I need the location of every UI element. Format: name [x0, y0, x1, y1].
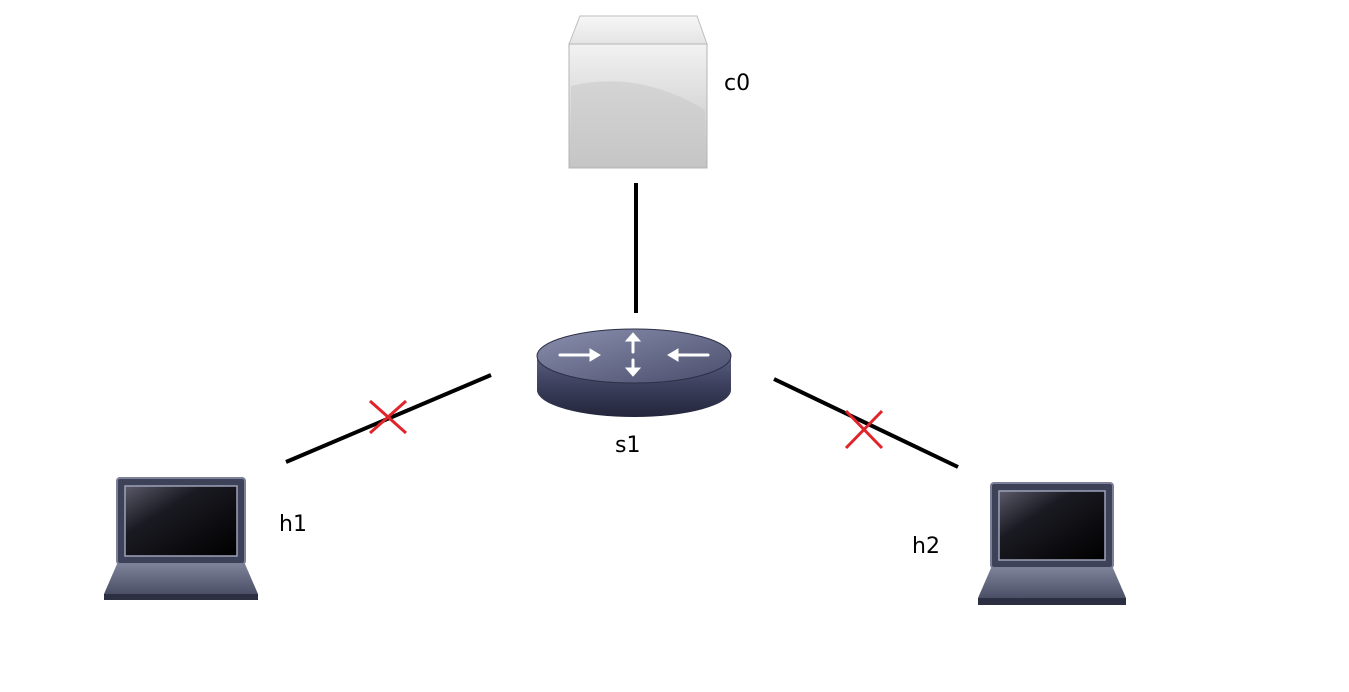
link-down-mark-h1 — [369, 399, 407, 435]
switch-label: s1 — [615, 433, 641, 458]
switch-router-icon[interactable] — [536, 328, 732, 417]
controller-label: c0 — [724, 71, 751, 96]
laptop-icon[interactable] — [104, 477, 258, 600]
controller-box-icon[interactable] — [568, 15, 708, 169]
link-s1-h2 — [773, 377, 959, 469]
host1-label: h1 — [279, 512, 307, 537]
host2-label: h2 — [912, 534, 940, 559]
link-down-mark-h2 — [844, 409, 884, 450]
laptop-icon[interactable] — [978, 482, 1126, 605]
